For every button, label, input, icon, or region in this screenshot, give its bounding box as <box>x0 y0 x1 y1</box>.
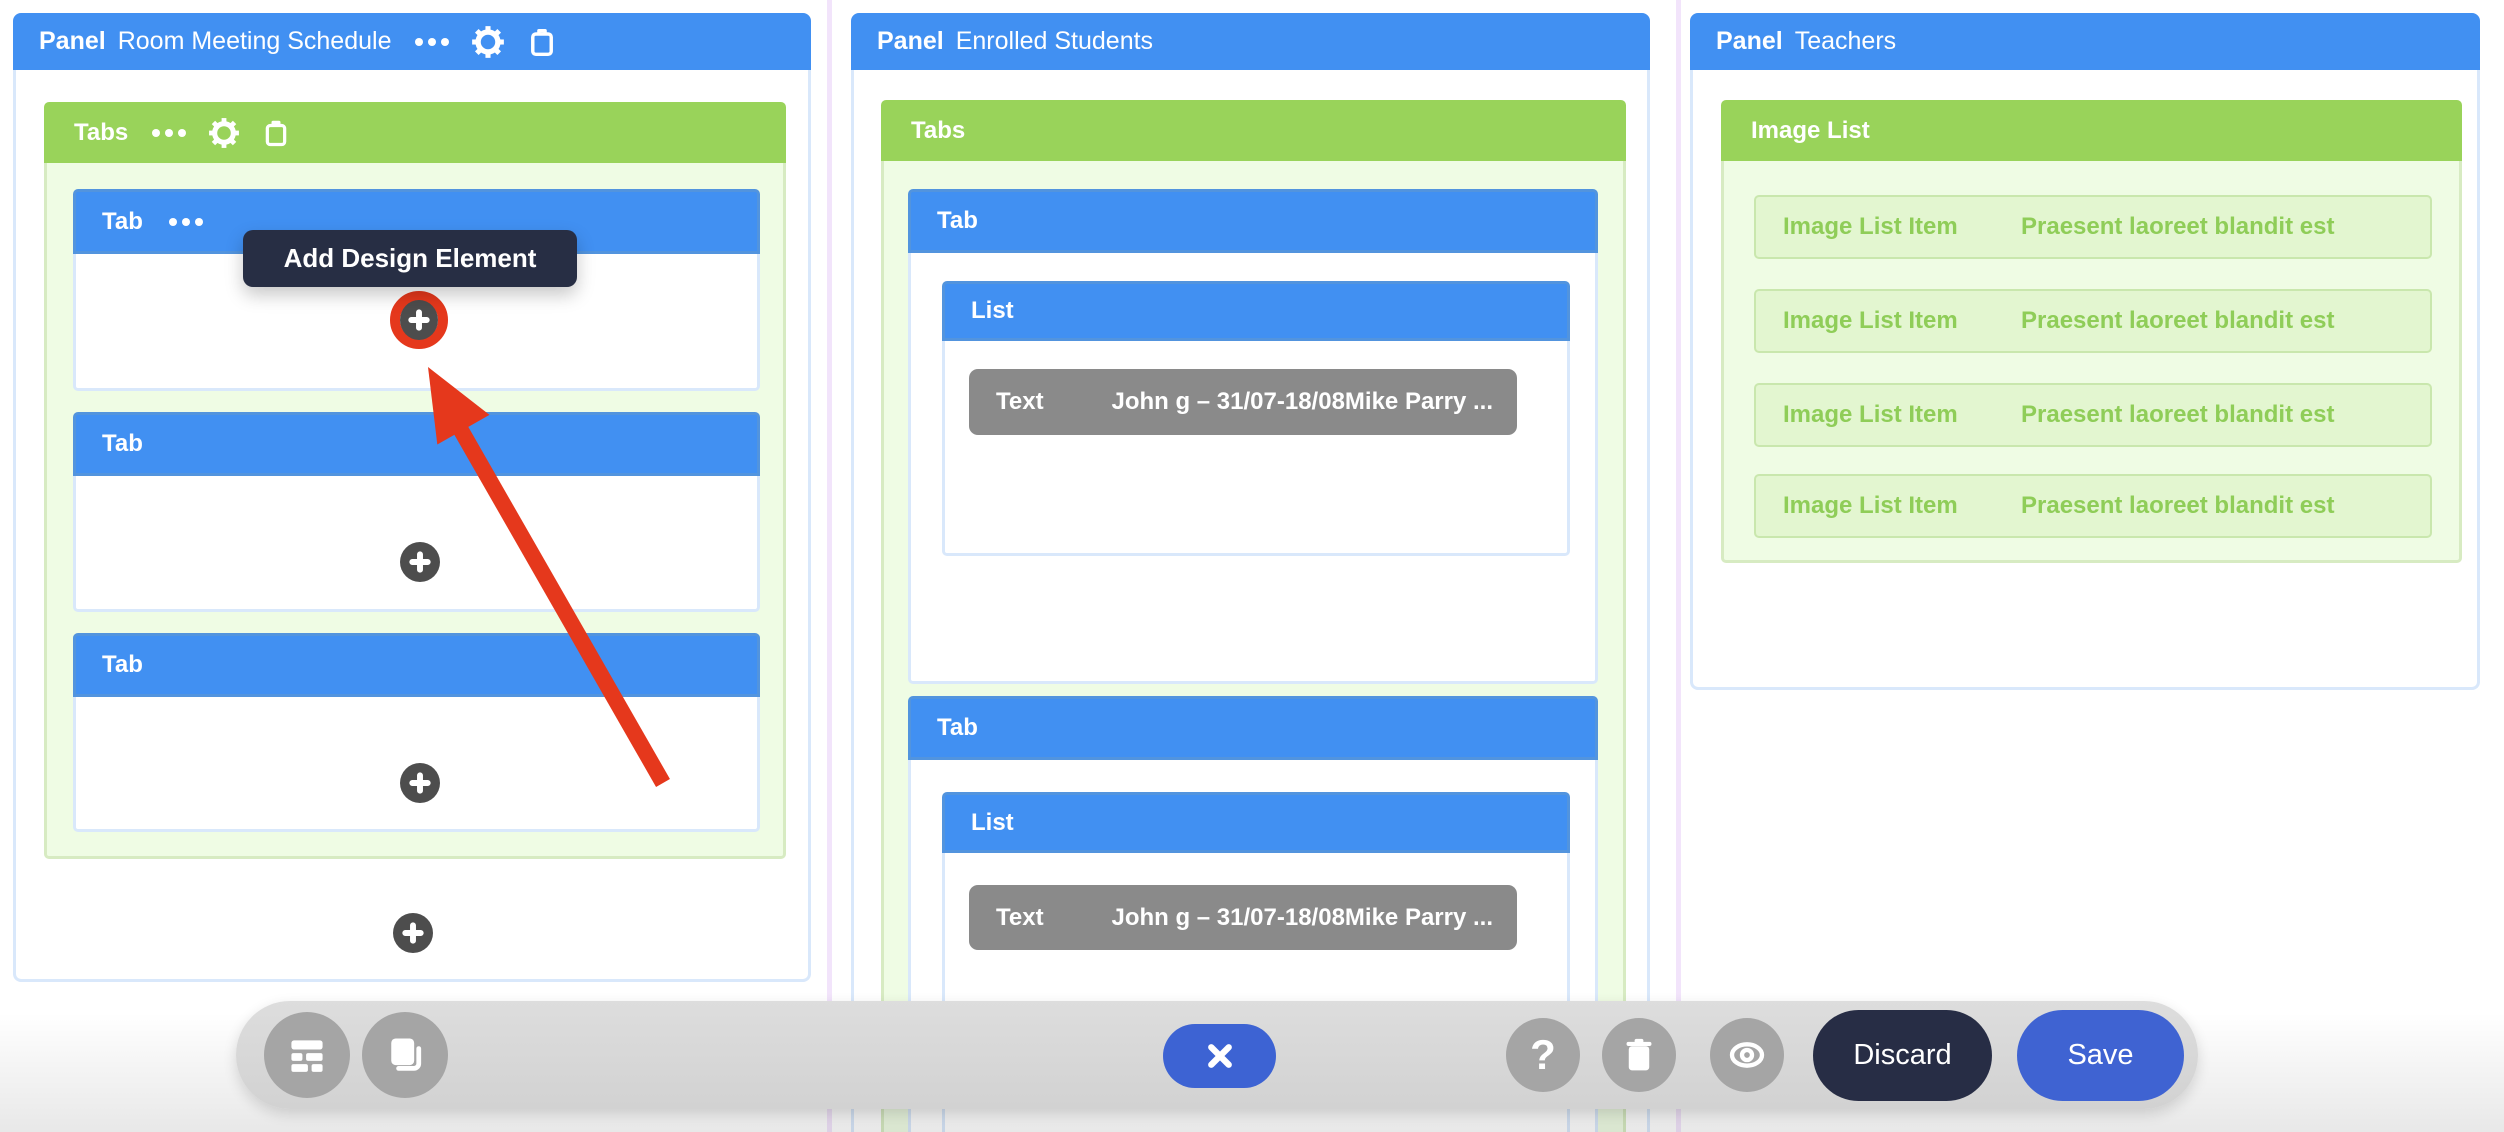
panel-type-label: Panel <box>877 27 944 55</box>
layout-sections-button[interactable] <box>264 1012 350 1098</box>
panel-body: Tabs <box>13 70 811 982</box>
panel-type-label: Panel <box>1716 27 1783 55</box>
tab-header[interactable]: Tab <box>73 633 760 697</box>
close-button[interactable] <box>1163 1024 1276 1088</box>
column-guide-line <box>827 0 832 1132</box>
image-list-item[interactable]: Image List Item Praesent laoreet blandit… <box>1754 383 2432 447</box>
list-header[interactable]: List <box>942 792 1570 853</box>
image-list-item-label: Image List Item <box>1783 307 1958 334</box>
tabs-block-label: Tabs <box>911 116 966 144</box>
add-design-element-tooltip: Add Design Element <box>243 230 577 287</box>
list-label: List <box>971 297 1014 324</box>
annotation-highlight-ring <box>390 291 448 349</box>
discard-button[interactable]: Discard <box>1813 1010 1992 1101</box>
panel-title: Enrolled Students <box>955 27 1154 55</box>
layout-grid-icon <box>291 1040 323 1072</box>
settings-gear-icon[interactable] <box>471 25 505 59</box>
tabs-block-label: Tabs <box>74 118 129 146</box>
text-element-row[interactable]: Text John g – 31/07-18/08Mike Parry ... <box>969 369 1517 435</box>
image-list-item-label: Image List Item <box>1783 401 1958 428</box>
tabs-block-header[interactable]: Tabs <box>881 100 1626 161</box>
more-options-icon[interactable] <box>168 217 203 226</box>
list-label: List <box>971 808 1014 836</box>
preview-button[interactable] <box>1710 1018 1784 1092</box>
tooltip-text: Add Design Element <box>283 243 537 273</box>
more-options-icon[interactable] <box>415 37 450 46</box>
eye-icon <box>1729 1042 1765 1068</box>
help-button[interactable]: ? <box>1506 1018 1580 1092</box>
tab-label: Tab <box>102 207 143 235</box>
panel-enrolled-students: Panel Enrolled Students Tabs Tab List <box>851 13 1650 1132</box>
panel-body: Image List Image List Item Praesent laor… <box>1690 70 2480 690</box>
image-list-label: Image List <box>1751 116 1870 144</box>
panel-header[interactable]: Panel Teachers <box>1690 13 2480 70</box>
image-list-item[interactable]: Image List Item Praesent laoreet blandit… <box>1754 474 2432 538</box>
image-list-item-label: Image List Item <box>1783 213 1958 240</box>
tab-body <box>73 476 760 612</box>
text-element-label: Text <box>996 903 1044 931</box>
column-guide-line <box>1676 0 1681 1132</box>
text-element-row[interactable]: Text John g – 31/07-18/08Mike Parry ... <box>969 885 1517 950</box>
tab-label: Tab <box>937 714 978 741</box>
delete-trash-icon[interactable] <box>262 118 290 148</box>
panel-header[interactable]: Panel Room Meeting Schedule <box>13 13 811 70</box>
trash-icon <box>1626 1038 1652 1071</box>
image-list-item-value: Praesent laoreet blandit est <box>2021 307 2335 334</box>
image-list-item-value: Praesent laoreet blandit est <box>2021 492 2335 519</box>
question-mark-icon: ? <box>1530 1031 1556 1078</box>
list-header[interactable]: List <box>942 281 1570 341</box>
panel-room-meeting-schedule: Panel Room Meeting Schedule <box>13 13 811 982</box>
more-options-icon[interactable] <box>152 128 187 137</box>
text-element-label: Text <box>996 388 1044 415</box>
tab-header[interactable]: Tab <box>908 696 1598 760</box>
close-x-icon <box>1207 1044 1232 1068</box>
tab-label: Tab <box>102 651 143 678</box>
image-list-item-value: Praesent laoreet blandit est <box>2021 213 2335 240</box>
panel-type-label: Panel <box>39 27 106 55</box>
panel-teachers: Panel Teachers Image List Image List Ite… <box>1690 13 2480 690</box>
settings-gear-icon[interactable] <box>208 117 240 149</box>
text-element-value: John g – 31/07-18/08Mike Parry ... <box>1111 903 1493 931</box>
delete-trash-icon[interactable] <box>527 26 557 58</box>
tab-label: Tab <box>937 207 978 234</box>
tab-label: Tab <box>102 430 143 457</box>
panel-title: Room Meeting Schedule <box>117 27 392 55</box>
tab-body: List Text John g – 31/07-18/08Mike Parry… <box>908 253 1598 684</box>
add-design-element-button[interactable] <box>400 763 440 803</box>
tab-body <box>73 697 760 832</box>
image-list-item-value: Praesent laoreet blandit est <box>2021 401 2335 428</box>
duplicate-page-button[interactable] <box>362 1012 448 1098</box>
tabs-block-header[interactable]: Tabs <box>44 102 786 163</box>
image-list-header[interactable]: Image List <box>1721 100 2462 161</box>
add-design-element-button[interactable] <box>400 542 440 582</box>
image-list-item[interactable]: Image List Item Praesent laoreet blandit… <box>1754 195 2432 259</box>
list-body: Text John g – 31/07-18/08Mike Parry ... <box>942 341 1570 556</box>
delete-page-button[interactable] <box>1602 1018 1676 1092</box>
save-button[interactable]: Save <box>2017 1010 2184 1101</box>
duplicate-icon <box>391 1038 422 1071</box>
tabs-block-body: Tab List Text John g – 31/07-18/08Mike P… <box>881 161 1626 1132</box>
tab-header[interactable]: Tab <box>908 189 1598 253</box>
image-list-item[interactable]: Image List Item Praesent laoreet blandit… <box>1754 289 2432 353</box>
add-design-element-button[interactable] <box>393 913 433 953</box>
panel-title: Teachers <box>1794 27 1897 55</box>
text-element-value: John g – 31/07-18/08Mike Parry ... <box>1111 388 1493 415</box>
add-design-element-button[interactable] <box>400 300 438 340</box>
panel-body: Tabs Tab List Text John g – 31/07-18/08M… <box>851 70 1650 1132</box>
builder-toolbar: ? Discard Save <box>236 1001 2198 1109</box>
image-list-item-label: Image List Item <box>1783 492 1958 519</box>
panel-header[interactable]: Panel Enrolled Students <box>851 13 1650 70</box>
image-list-body: Image List Item Praesent laoreet blandit… <box>1721 161 2462 563</box>
tab-header[interactable]: Tab <box>73 412 760 476</box>
